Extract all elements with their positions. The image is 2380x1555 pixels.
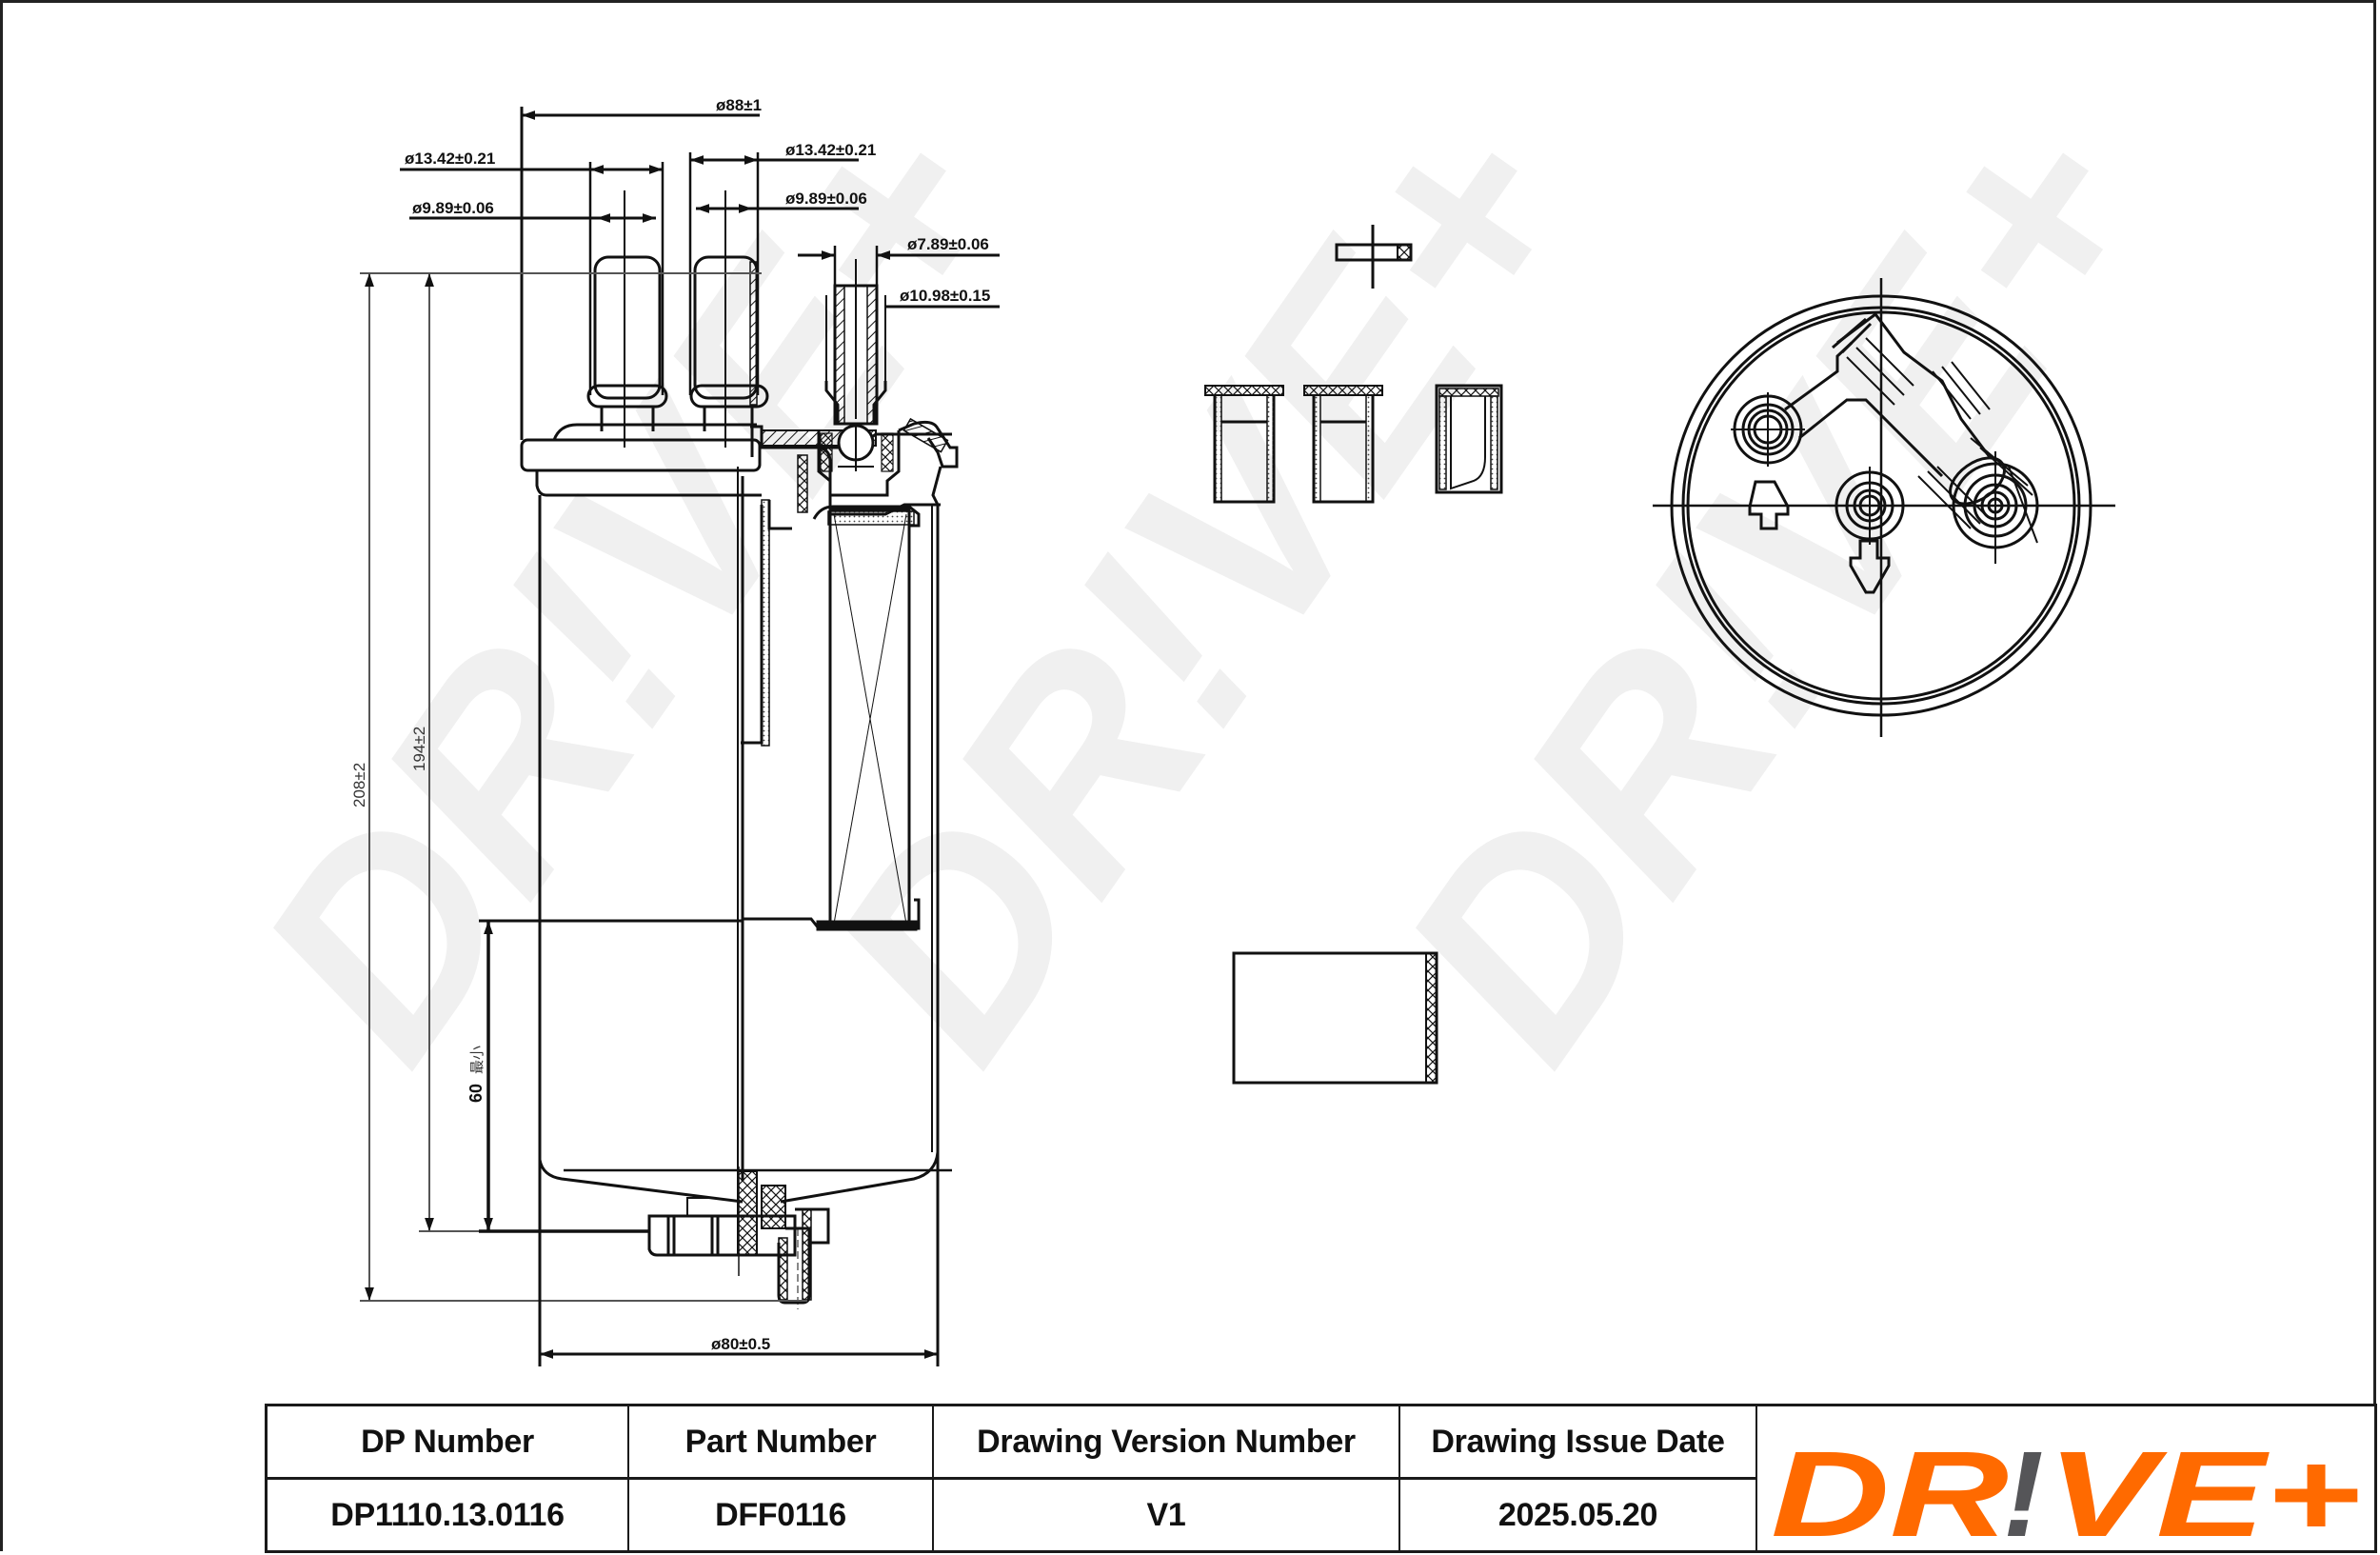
issue-date-value: 2025.05.20 xyxy=(1497,1496,1658,1533)
brand-logo: DR ! VE+ xyxy=(1757,1406,2374,1550)
tb-col-issue-date: Drawing Issue Date 2025.05.20 xyxy=(1400,1406,1757,1550)
title-block: DP Number DP1110.13.0116 Part Number DFF… xyxy=(265,1404,2377,1553)
issue-date-header: Drawing Issue Date xyxy=(1400,1406,1755,1480)
dp-number-value: DP1110.13.0116 xyxy=(330,1496,565,1533)
dim-min-height-note: 最小 xyxy=(468,1046,486,1074)
dim-valve-inner: ø7.89±0.06 xyxy=(907,235,989,253)
dim-body-height: 194±2 xyxy=(410,727,428,771)
logo-text-ve-plus: VE+ xyxy=(2047,1426,2361,1550)
dp-number-header: DP Number xyxy=(268,1406,627,1480)
dim-outlet-inner-right: ø9.89±0.06 xyxy=(785,189,867,208)
dim-inlet-outer-left: ø13.42±0.21 xyxy=(405,150,495,168)
dim-top-diameter: ø88±1 xyxy=(716,96,762,114)
logo-text-bang: ! xyxy=(2003,1426,2044,1550)
dim-min-height: 60 xyxy=(466,1084,486,1103)
dim-outlet-outer-right: ø13.42±0.21 xyxy=(785,141,876,159)
dim-inlet-inner-left: ø9.89±0.06 xyxy=(412,199,494,217)
drive-plus-logo: DR ! VE+ xyxy=(1771,1426,2361,1550)
dimension-labels: ø88±1 ø13.42±0.21 ø9.89±0.06 ø13.42±0.21… xyxy=(350,96,990,1353)
tb-col-dp-number: DP Number DP1110.13.0116 xyxy=(268,1406,629,1550)
dim-body-diameter: ø80±0.5 xyxy=(711,1335,770,1353)
part-number-value: DFF0116 xyxy=(715,1496,846,1533)
drawing-version-header: Drawing Version Number xyxy=(934,1406,1398,1480)
seal-parts xyxy=(1204,225,1503,1085)
tb-col-version: Drawing Version Number V1 xyxy=(934,1406,1400,1550)
dim-overall-height: 208±2 xyxy=(350,763,368,807)
gasket-strip xyxy=(1232,951,1438,1085)
top-view xyxy=(1653,278,2115,737)
watermark-group: DR!VE+ DR!VE+ DR!VE+ xyxy=(197,63,2207,1111)
protective-cap-3 xyxy=(1435,384,1503,494)
tb-col-part-number: Part Number DFF0116 xyxy=(629,1406,934,1550)
drawing-version-value: V1 xyxy=(1146,1496,1186,1533)
protective-cap-1 xyxy=(1204,385,1284,504)
logo-text-dr: DR xyxy=(1771,1426,2009,1550)
protective-cap-2 xyxy=(1303,385,1383,504)
dimension-lines xyxy=(360,107,1000,1366)
o-ring-section xyxy=(1335,225,1413,289)
part-number-header: Part Number xyxy=(629,1406,932,1480)
side-section-view xyxy=(520,152,959,1309)
dim-valve-outer: ø10.98±0.15 xyxy=(900,287,990,305)
